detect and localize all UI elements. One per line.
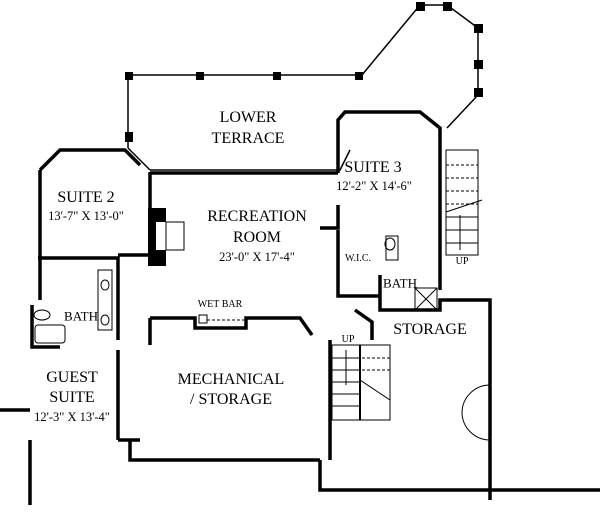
mechanical-label: MECHANICAL — [177, 371, 285, 388]
guest-suite-dims: 12'-3" X 13'-4" — [34, 409, 110, 424]
suite2-dims: 13'-7" X 13'-0" — [48, 208, 124, 223]
suite3-bath-label: BATH — [383, 275, 417, 291]
guest-suite-label-2: SUITE — [49, 389, 95, 406]
stairs-up-lower-label: UP — [341, 334, 355, 345]
suite2-bath-label: BATH — [64, 308, 98, 324]
terrace-pillars — [125, 2, 483, 142]
recreation-room-label-2: ROOM — [232, 229, 282, 246]
stairs-right — [445, 149, 483, 256]
mechanical-label-2: / STORAGE — [190, 391, 272, 408]
lower-terrace-label-2: TERRACE — [211, 130, 285, 147]
terrace-outline — [127, 4, 479, 171]
wet-bar-label: WET BAR — [197, 299, 243, 310]
storage-label: STORAGE — [393, 321, 467, 338]
suite3-label: SUITE 3 — [344, 159, 402, 176]
suite2-label: SUITE 2 — [57, 189, 115, 206]
suite3-dims: 12'-2" X 14'-6" — [336, 178, 412, 193]
wic-label: W.I.C. — [344, 253, 372, 264]
stairs-up-right-label: UP — [455, 256, 469, 267]
storage-doors — [461, 384, 491, 441]
walls — [0, 110, 600, 505]
hearth — [165, 221, 185, 251]
fixtures — [33, 235, 438, 344]
guest-suite-label: GUEST — [46, 369, 98, 386]
fireplace — [148, 208, 166, 266]
recreation-room-dims: 23'-0" X 17'-4" — [219, 249, 295, 264]
recreation-room-label: RECREATION — [207, 208, 307, 225]
lower-terrace-label: LOWER — [219, 109, 277, 126]
stairs-lower — [331, 344, 391, 421]
